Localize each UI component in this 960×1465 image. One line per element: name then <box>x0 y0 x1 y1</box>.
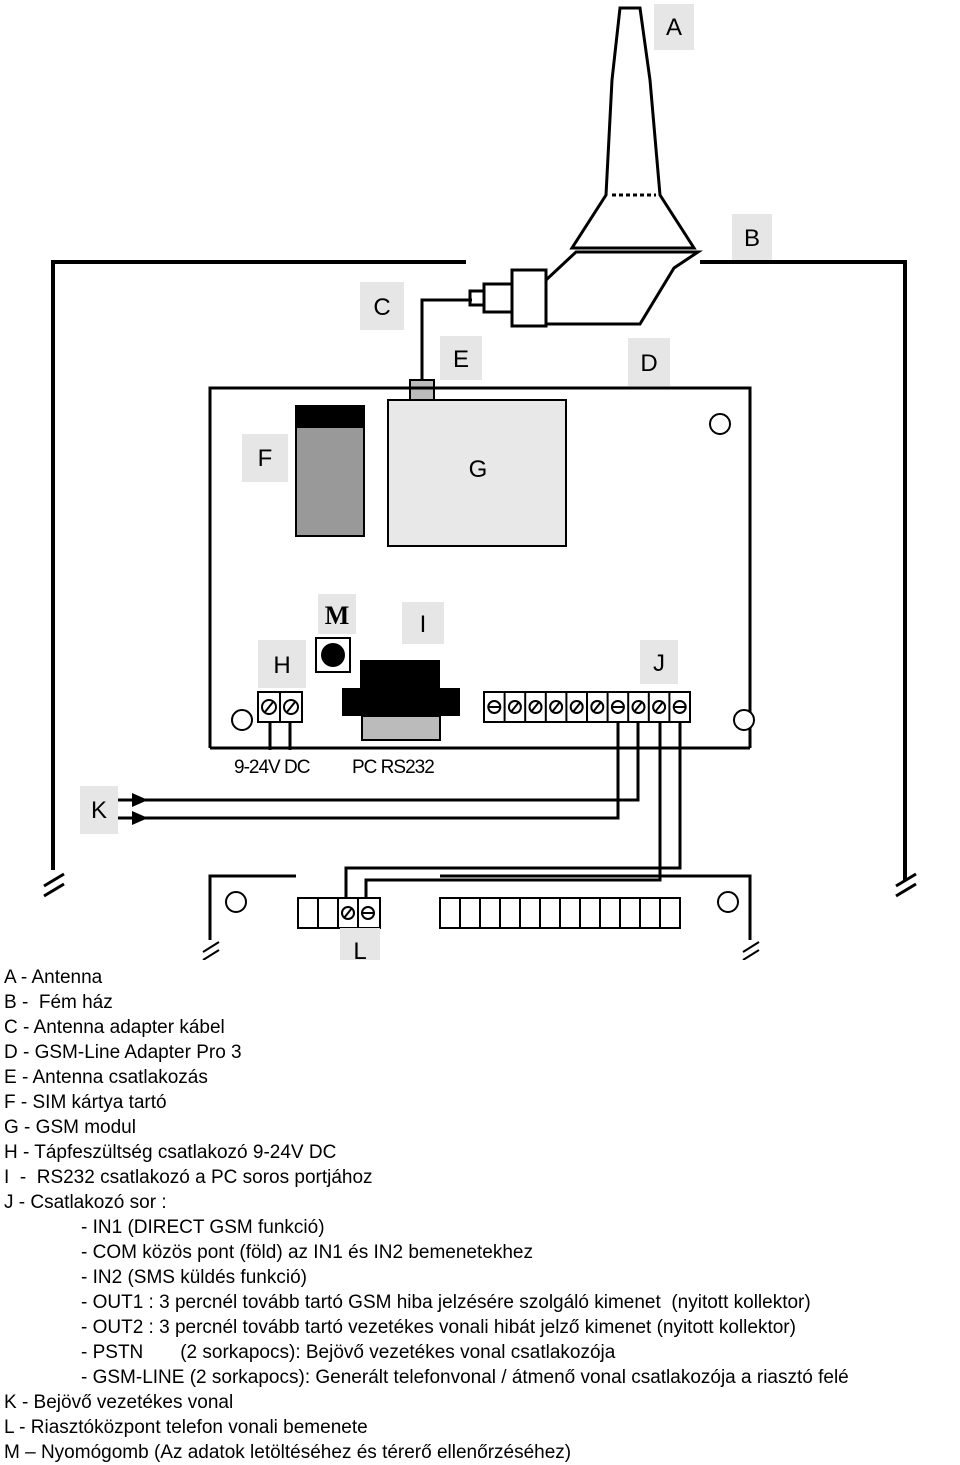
label-boxes <box>80 4 772 960</box>
label-i: I <box>420 611 427 638</box>
gsm-module <box>387 399 567 547</box>
legend-item: F - SIM kártya tartó <box>4 1092 167 1113</box>
label-h: H <box>273 652 290 679</box>
alarm-panel-terminal <box>297 897 381 929</box>
antenna-cable <box>420 298 472 382</box>
label-m: M <box>325 601 350 630</box>
legend-subitem: - COM közös pont (föld) az IN1 és IN2 be… <box>81 1242 533 1263</box>
label-g: G <box>469 456 488 483</box>
legend-item: B - Fém ház <box>4 992 113 1013</box>
legend-subitem: - PSTN (2 sorkapocs): Bejövő vezetékes v… <box>81 1342 616 1363</box>
label-c: C <box>373 294 390 321</box>
legend-item: C - Antenna adapter kábel <box>4 1017 225 1038</box>
legend-item: E - Antenna csatlakozás <box>4 1067 208 1088</box>
antenna <box>468 6 703 328</box>
legend-subitem: - OUT2 : 3 percnél tovább tartó vezetéke… <box>81 1317 796 1338</box>
rs232-connector-label: PC RS232 <box>352 757 434 778</box>
metal-housing <box>43 260 917 898</box>
legend-item: G - GSM modul <box>4 1117 136 1138</box>
alarm-panel-terminal-row <box>439 897 681 929</box>
legend-item: K - Bejövő vezetékes vonal <box>4 1392 234 1413</box>
legend-item: J - Csatlakozó sor : <box>4 1192 167 1213</box>
power-connector-label: 9-24V DC <box>234 757 310 778</box>
legend-subitem: - IN2 (SMS küldés funkció) <box>81 1267 307 1288</box>
rs232-connector <box>342 660 460 741</box>
label-b: B <box>744 225 760 252</box>
alarm-panel-board <box>202 874 760 960</box>
label-k: K <box>91 797 107 824</box>
terminal-row <box>483 691 691 723</box>
device-diagram: A B C D E F G H I M J K L 9-24V DC PC RS… <box>43 4 917 960</box>
sim-holder <box>295 405 365 537</box>
label-j: J <box>653 650 665 677</box>
legend-item: M – Nyomógomb (Az adatok letöltéséhez és… <box>4 1442 572 1463</box>
legend-item: H - Tápfeszültség csatlakozó 9-24V DC <box>4 1142 337 1163</box>
legend-item: I - RS232 csatlakozó a PC soros portjáho… <box>4 1167 373 1188</box>
push-button[interactable] <box>321 643 345 667</box>
legend-item: A - Antenna <box>4 967 103 988</box>
legend-item: L - Riasztóközpont telefon vonali bemene… <box>4 1417 368 1438</box>
incoming-line-arrows <box>132 793 148 825</box>
legend-list: A - Antenna B - Fém ház C - Antenna adap… <box>4 965 960 1465</box>
power-terminal <box>257 691 303 750</box>
label-a: A <box>666 14 682 41</box>
legend-item: D - GSM-Line Adapter Pro 3 <box>4 1042 242 1063</box>
phone-line-wires <box>118 722 682 900</box>
legend-subitem: - IN1 (DIRECT GSM funkció) <box>81 1217 325 1238</box>
label-e: E <box>453 346 469 373</box>
legend-subitem: - GSM-LINE (2 sorkapocs): Generált telef… <box>81 1367 849 1388</box>
label-d: D <box>640 350 657 377</box>
label-f: F <box>258 445 273 472</box>
legend-subitem: - OUT1 : 3 percnél tovább tartó GSM hiba… <box>81 1292 811 1313</box>
mount-hole <box>225 891 247 913</box>
label-l: L <box>353 938 366 960</box>
mount-hole <box>717 891 739 913</box>
